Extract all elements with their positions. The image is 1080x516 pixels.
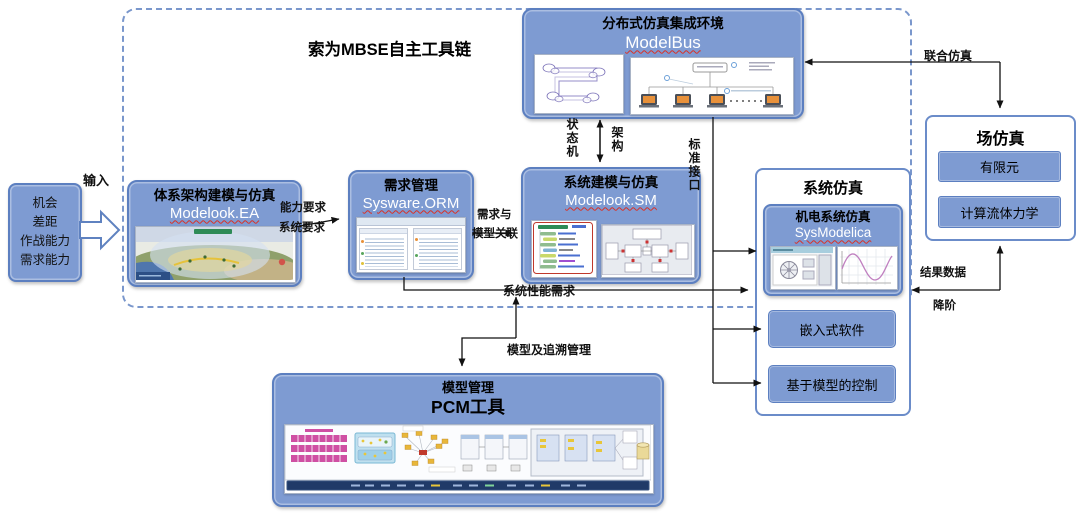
toolchain-title: 索为MBSE自主工具链 (308, 41, 472, 59)
node-embedded-software: 嵌入式软件 (768, 310, 896, 348)
node-sysmodelica: 机电系统仿真 SysModelica (763, 204, 903, 296)
label-result-data: 结果数据 (920, 267, 966, 279)
pcm-title: 模型管理 (441, 380, 494, 395)
label-architecture: 架构 (610, 126, 624, 153)
label-order-reduction: 降阶 (933, 300, 956, 312)
field-sim-title: 场仿真 (976, 131, 1025, 148)
input-line: 差距 (32, 215, 58, 229)
input-label: 输入 (83, 173, 110, 188)
node-sysware-orm: 需求管理 Sysware.ORM (348, 170, 474, 280)
sysmodelica-tool-screenshot (770, 246, 836, 290)
sm-tree-screenshot (531, 220, 597, 278)
system-sim-title: 系统仿真 (802, 180, 863, 197)
label-model-trace: 模型及追溯管理 (507, 343, 592, 357)
node-modelbus: 分布式仿真集成环境 ModelBus (522, 8, 804, 119)
sm-ibd-screenshot (601, 224, 695, 278)
label-state-machine: 状态机 (565, 118, 579, 159)
label-capability-req: 能力要求 (280, 202, 326, 214)
orm-product: Sysware.ORM (362, 194, 460, 212)
label-system-req: 系统要求 (279, 222, 325, 234)
fem-label: 有限元 (979, 160, 1019, 175)
label-system-perf-req: 系统性能需求 (503, 284, 576, 298)
label-standard-interface: 标准接口 (687, 138, 701, 192)
modelbus-statechart-screenshot (534, 54, 624, 114)
toolchain-dashed-container (122, 8, 912, 308)
input-line: 作战能力 (19, 234, 70, 248)
pcm-workflow-screenshot (284, 424, 654, 494)
sm-product: Modelook.SM (565, 191, 657, 209)
sysmodelica-title: 机电系统仿真 (795, 210, 871, 224)
input-line: 需求能力 (19, 253, 70, 267)
node-modelook-sm: 系统建模与仿真 Modelook.SM (521, 167, 701, 284)
mbc-label: 基于模型的控制 (786, 377, 878, 393)
label-joint-sim: 联合仿真 (924, 49, 973, 63)
ea-battlefield-screenshot (135, 226, 296, 283)
node-pcm-tool: 模型管理 PCM工具 (272, 373, 664, 507)
node-model-based-control: 基于模型的控制 (768, 365, 896, 403)
orm-requirements-screenshot (356, 217, 466, 273)
ea-product: Modelook.EA (169, 204, 260, 222)
orm-title: 需求管理 (384, 178, 438, 193)
input-line: 机会 (32, 196, 58, 210)
modelbus-title: 分布式仿真集成环境 (602, 16, 724, 31)
modelbus-network-screenshot (630, 57, 794, 115)
node-fem: 有限元 (938, 151, 1061, 182)
label-req-model-2: 模型关联 (472, 228, 518, 240)
sm-title: 系统建模与仿真 (563, 175, 659, 190)
label-req-model-1: 需求与 (477, 209, 512, 221)
ea-title: 体系架构建模与仿真 (153, 188, 276, 203)
input-capability-box: 机会 差距 作战能力 需求能力 (8, 183, 82, 282)
node-cfd: 计算流体力学 (938, 196, 1061, 228)
sysmodelica-product: SysModelica (794, 225, 872, 241)
pcm-product: PCM工具 (431, 396, 505, 417)
modelbus-product: ModelBus (625, 32, 701, 52)
node-modelook-ea: 体系架构建模与仿真 Modelook.EA (127, 180, 302, 287)
embedded-label: 嵌入式软件 (799, 322, 865, 338)
cfd-label: 计算流体力学 (960, 205, 1039, 221)
sysmodelica-plot-screenshot (837, 246, 898, 290)
input-block-arrow (79, 209, 121, 251)
